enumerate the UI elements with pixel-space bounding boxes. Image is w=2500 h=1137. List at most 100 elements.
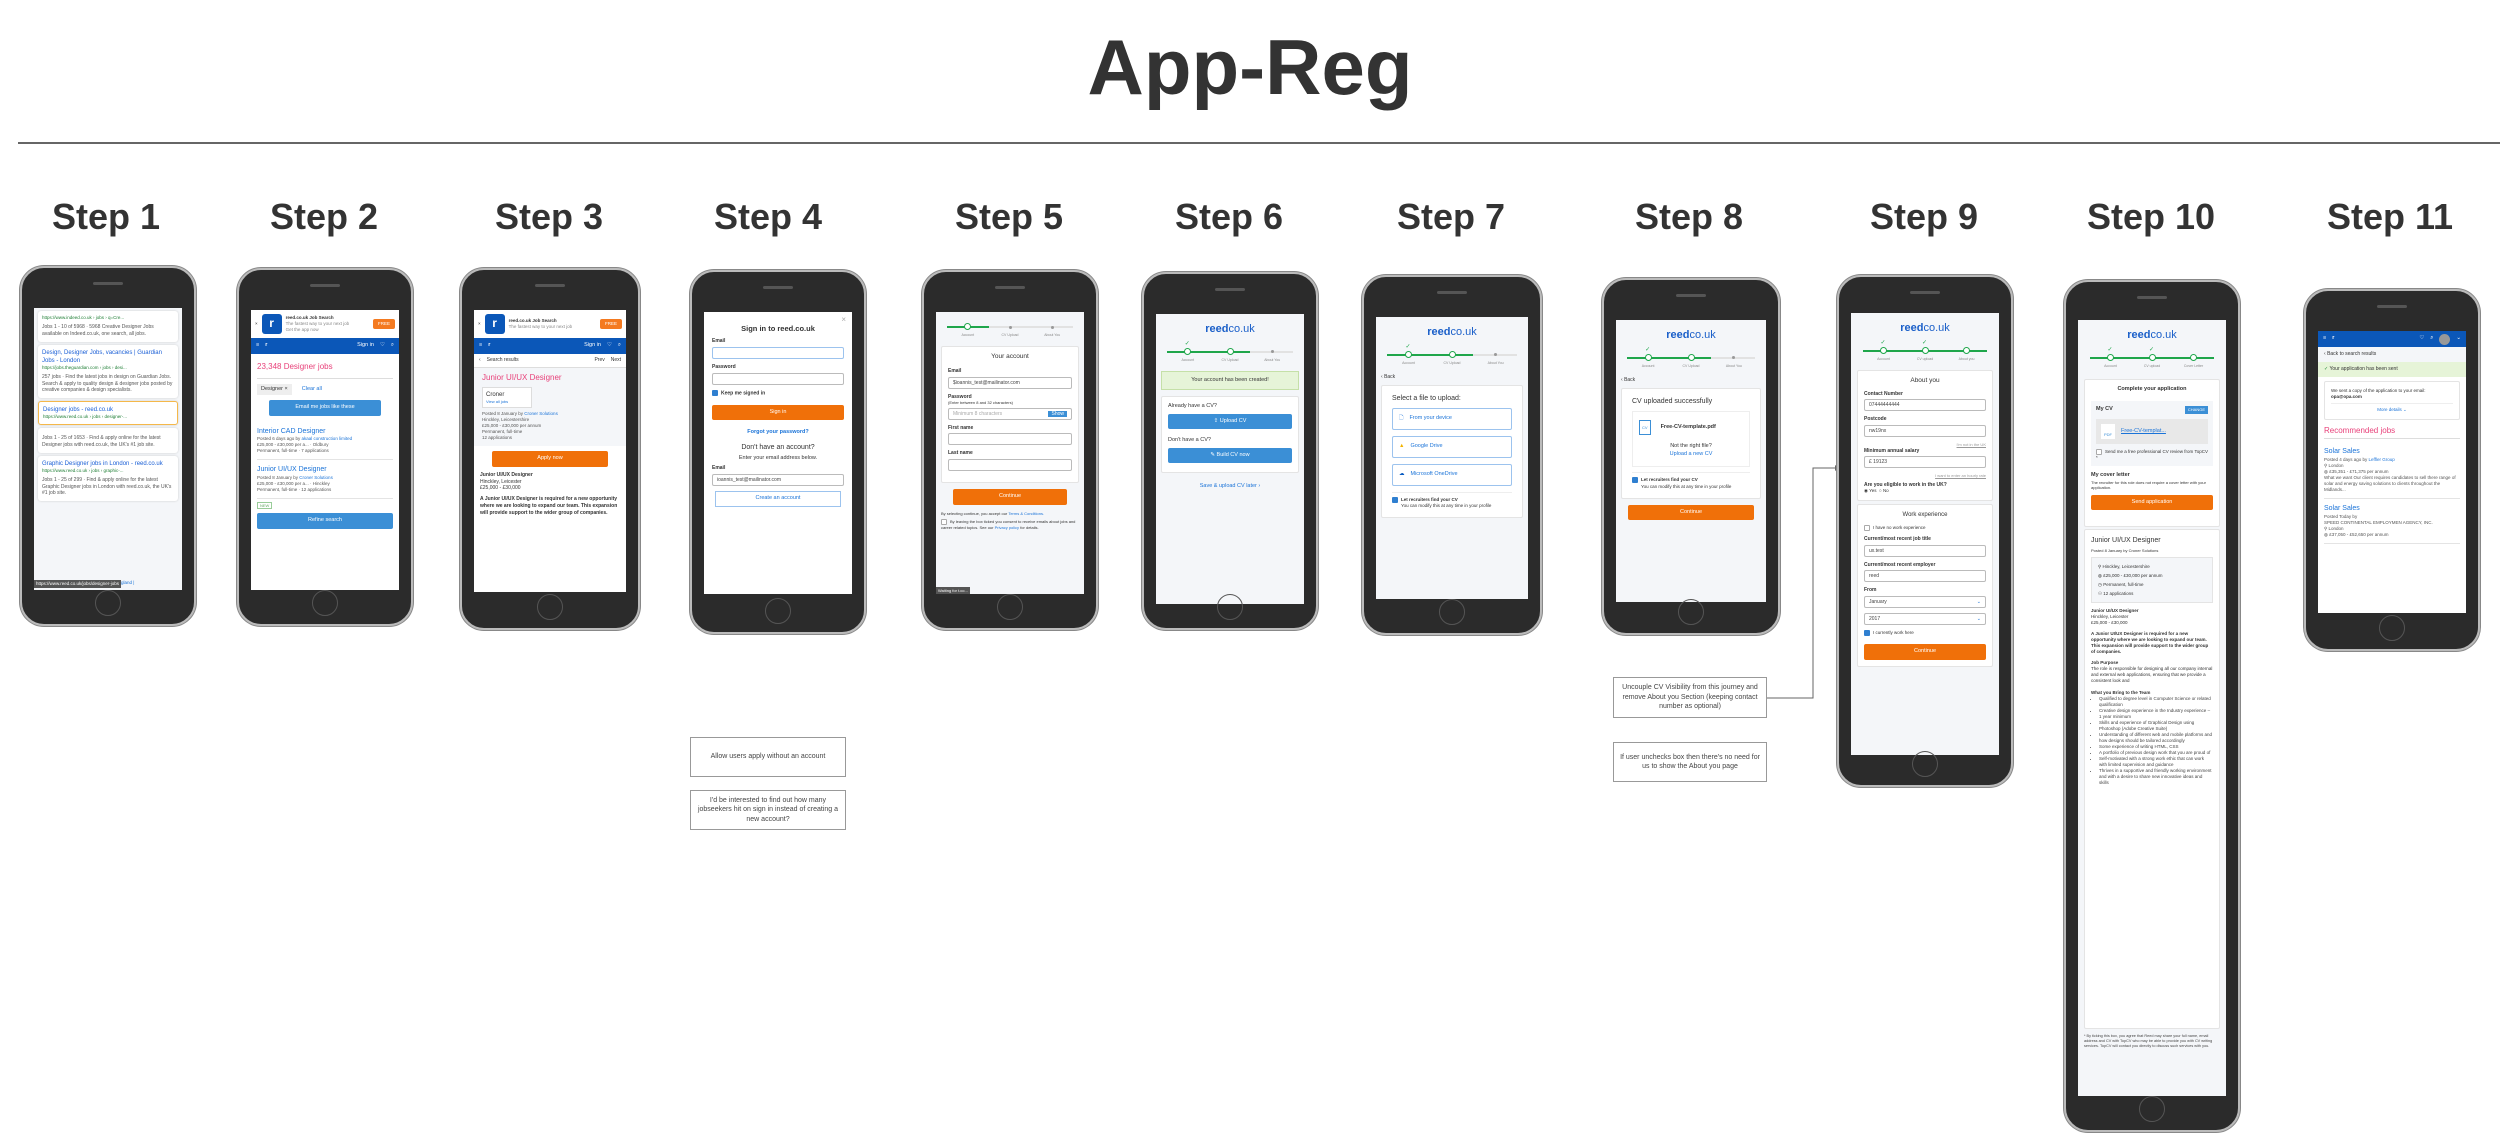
no-experience-checkbox[interactable] [1864, 524, 1870, 531]
search-results-link[interactable]: Search results [486, 357, 519, 363]
show-password-button[interactable]: Show [1048, 410, 1067, 417]
employer-input[interactable]: reed [1864, 570, 1986, 583]
home-button [1912, 751, 1938, 777]
job-listing[interactable]: Solar Sales Posted Today by SPEED CONTIN… [2324, 499, 2460, 544]
close-icon[interactable]: × [478, 320, 481, 326]
job-listing[interactable]: Solar Sales Posted 4 days ago by Leffler… [2324, 442, 2460, 500]
company-link[interactable]: akaal construction limited [301, 436, 353, 442]
more-details-link[interactable]: More details ⌄ [2331, 402, 2453, 413]
menu-icon[interactable]: ≡ [479, 342, 483, 349]
prev-link[interactable]: Prev [594, 357, 605, 363]
month-select[interactable]: January⌄ [1864, 596, 1986, 609]
cv-file-link[interactable]: Free-CV-templat... [2121, 427, 2166, 434]
result-title[interactable]: Design, Designer Jobs, vacancies | Guard… [42, 349, 162, 364]
password-input[interactable]: Minimum 8 characters [953, 410, 1003, 417]
refine-search-button[interactable]: Refine search [257, 513, 393, 529]
job-title[interactable]: Solar Sales [2324, 505, 2360, 513]
onedrive-option[interactable]: ☁Microsoft OneDrive [1392, 464, 1512, 487]
home-button [1678, 599, 1704, 625]
company-link[interactable]: SPEED CONTINENTAL EMPLOYMEN AGENCY, INC. [2324, 519, 2433, 525]
filter-chip[interactable]: Designer × [257, 383, 292, 396]
continue-button[interactable]: Continue [1628, 504, 1754, 520]
new-email-input[interactable]: ioannis_test@mailinator.com [712, 474, 844, 487]
privacy-link[interactable]: Privacy policy [994, 524, 1020, 530]
close-icon[interactable]: × [255, 320, 258, 326]
let-recruiters-checkbox[interactable] [1632, 477, 1638, 484]
upload-new-cv-link[interactable]: Upload a new CV [1669, 450, 1713, 457]
email-input[interactable] [712, 346, 844, 359]
job-title[interactable]: Junior UI/UX Designer [257, 466, 327, 474]
search-result[interactable]: Design, Designer Jobs, vacancies | Guard… [38, 344, 178, 399]
free-button[interactable]: FREE [599, 318, 622, 330]
create-account-button[interactable]: Create an account [715, 491, 841, 507]
terms-link[interactable]: Terms & Conditions. [1008, 510, 1045, 516]
email-input[interactable]: $ioannis_test@mailinator.com [948, 376, 1072, 389]
cv-review-checkbox[interactable] [2096, 449, 2102, 456]
menu-icon[interactable]: ≡ [2323, 335, 2327, 342]
build-cv-button[interactable]: ✎ Build CV now [1168, 447, 1292, 463]
upload-cv-button[interactable]: ⇪ Upload CV [1168, 413, 1292, 430]
close-icon[interactable]: × [841, 315, 846, 324]
continue-button[interactable]: Continue [1864, 644, 1986, 660]
no-radio[interactable]: ○ No [1878, 488, 1889, 494]
company-link[interactable]: Croner Solutions [299, 474, 333, 480]
company-link[interactable]: Croner Solutions [524, 411, 558, 417]
sign-in-link[interactable]: Sign in [357, 342, 374, 349]
last-name-input[interactable] [948, 459, 1072, 472]
contact-input[interactable]: 07444444444 [1864, 399, 1986, 412]
search-result[interactable]: Graphic Designer jobs in London - reed.c… [38, 455, 178, 502]
send-application-button[interactable]: Send application [2091, 494, 2213, 511]
heart-icon[interactable]: ♡ [606, 342, 612, 349]
company-link[interactable]: Leffler Group [2368, 456, 2395, 462]
job-title[interactable]: Solar Sales [2324, 448, 2360, 456]
back-icon[interactable]: ‹ [479, 357, 481, 363]
google-drive-option[interactable]: ▲Google Drive [1392, 436, 1512, 459]
chevron-down-icon[interactable]: ⌄ [2456, 335, 2461, 342]
keep-signed-in-checkbox[interactable] [712, 389, 718, 396]
year-select[interactable]: 2017⌄ [1864, 613, 1986, 626]
let-recruiters-checkbox[interactable] [1392, 497, 1398, 504]
sign-in-button[interactable]: Sign in [712, 404, 844, 421]
back-link[interactable]: ‹ Back [1621, 376, 1636, 383]
back-link[interactable]: ‹ Back [1381, 373, 1396, 380]
job-title[interactable]: Interior CAD Designer [257, 427, 326, 435]
free-button[interactable]: FREE [372, 318, 395, 330]
apply-now-button[interactable]: Apply now [492, 451, 608, 467]
password-input[interactable] [712, 372, 844, 385]
change-cv-button[interactable]: CHANGE [2184, 406, 2208, 414]
currently-work-checkbox[interactable] [1864, 630, 1870, 637]
forgot-password-link[interactable]: Forgot your password? [747, 429, 809, 436]
hourly-rate-link[interactable]: I want to enter an hourly rate [1935, 473, 1986, 479]
search-icon[interactable]: ⌕ [617, 342, 621, 349]
app-name: reed.co.uk Job Search [285, 314, 334, 320]
search-icon[interactable]: ⌕ [2430, 335, 2434, 342]
not-uk-link[interactable]: I'm not in the UK [1956, 442, 1986, 448]
postcode-input[interactable]: nw19nx [1864, 425, 1986, 438]
search-icon[interactable]: ⌕ [390, 342, 394, 349]
next-link[interactable]: Next [610, 357, 621, 363]
yes-radio[interactable]: ◉ Yes [1864, 488, 1877, 494]
result-title[interactable]: Designer jobs - reed.co.uk [43, 407, 114, 414]
salary-input[interactable]: £ 19123 [1864, 456, 1986, 469]
menu-icon[interactable]: ≡ [256, 342, 260, 349]
view-all-jobs-link[interactable]: View all jobs [486, 398, 509, 404]
heart-icon[interactable]: ♡ [2419, 335, 2425, 342]
reed-logo-icon[interactable]: r [2332, 335, 2335, 342]
job-title-input[interactable]: ux.test [1864, 544, 1986, 557]
save-later-link[interactable]: Save & upload CV later › [1199, 482, 1261, 489]
sign-in-link[interactable]: Sign in [584, 342, 601, 349]
first-name-input[interactable] [948, 433, 1072, 446]
avatar[interactable] [2439, 333, 2451, 345]
reed-logo-icon[interactable]: r [488, 342, 491, 349]
heart-icon[interactable]: ♡ [379, 342, 385, 349]
result-title[interactable]: Graphic Designer jobs in London - reed.c… [42, 460, 163, 467]
clear-all-link[interactable]: Clear all [301, 385, 322, 392]
reed-logo-icon[interactable]: r [265, 342, 268, 349]
from-device-option[interactable]: 🗋From your device [1392, 408, 1512, 431]
back-link[interactable]: ‹ Back to search results [2318, 347, 2466, 362]
email-alert-button[interactable]: Email me jobs like these [269, 400, 381, 416]
continue-button[interactable]: Continue [953, 489, 1067, 505]
